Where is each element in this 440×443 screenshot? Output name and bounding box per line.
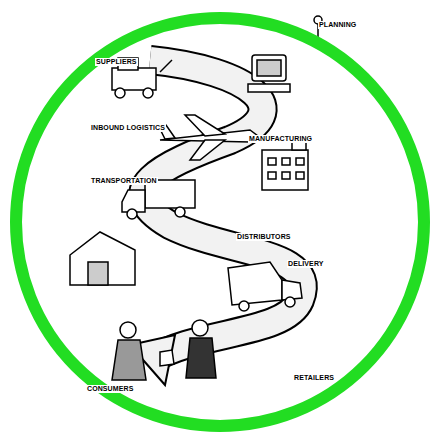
- stage-label: RETAILERS: [293, 374, 335, 382]
- flow-ribbon: [143, 60, 303, 360]
- delivery-van: [228, 262, 302, 311]
- factory-building: [262, 140, 308, 190]
- transport-truck: [122, 180, 195, 219]
- stage-label: MANUFACTURING: [248, 135, 313, 143]
- flow-ribbon-outline: [143, 60, 303, 360]
- stage-label: CONSUMERS: [86, 385, 134, 393]
- stage-label: INBOUND LOGISTICS: [90, 124, 166, 132]
- cargo-plane: [158, 115, 258, 160]
- distribution-warehouse: [70, 232, 135, 285]
- green-ring: [16, 18, 424, 426]
- stage-label: DISTRIBUTORS: [236, 233, 292, 241]
- stage-label: TRANSPORTATION: [90, 177, 158, 185]
- retail-people: [112, 320, 216, 380]
- stage-label: SUPPLIERS: [95, 58, 138, 66]
- stage-label: DELIVERY: [287, 260, 325, 268]
- stage-label: PLANNING: [318, 21, 357, 29]
